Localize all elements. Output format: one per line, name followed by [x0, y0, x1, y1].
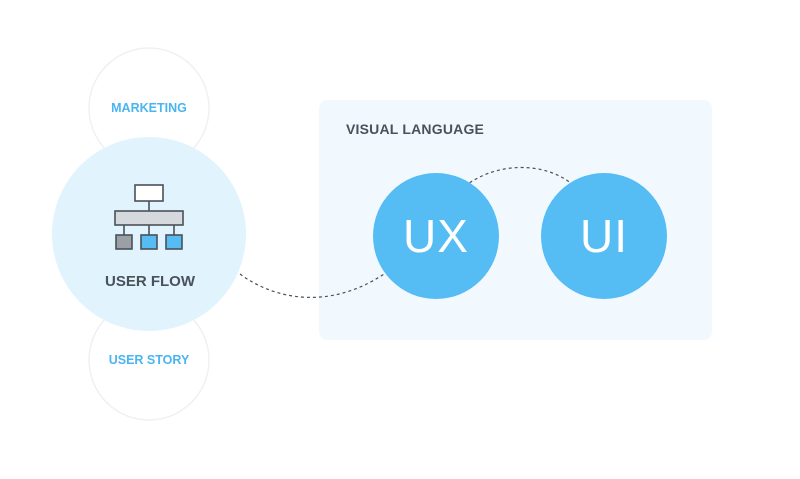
user-flow-label: USER FLOW [105, 273, 195, 290]
ui-node [541, 173, 667, 299]
flow-to-ux-connector [239, 273, 385, 298]
user-story-label: USER STORY [108, 353, 190, 367]
ux-node [373, 173, 499, 299]
ux-node-label: UX [403, 210, 469, 262]
ux-to-ui-connector [459, 166, 573, 191]
hierarchy-chart-icon [114, 184, 184, 250]
visual-language-title: VISUAL LANGUAGE [346, 121, 485, 137]
ui-node-label: UI [580, 210, 628, 262]
marketing-label: MARKETING [111, 101, 187, 115]
